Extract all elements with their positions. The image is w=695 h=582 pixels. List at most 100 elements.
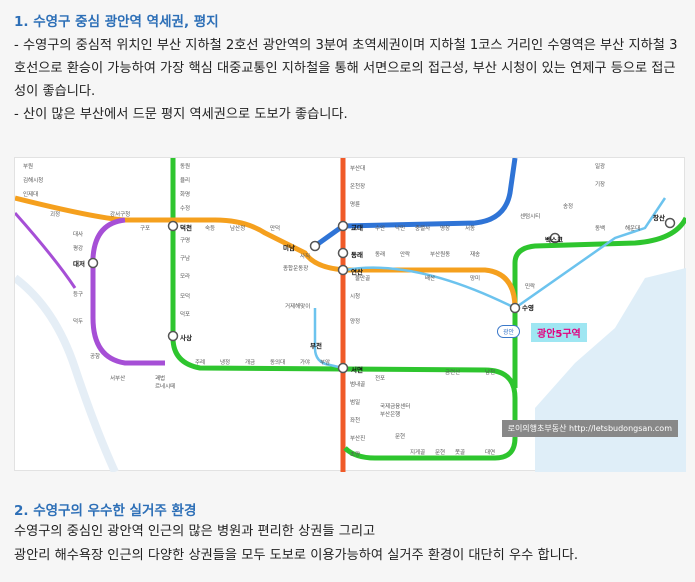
svg-text:르네시떼: 르네시떼 [155,382,175,390]
svg-text:안락: 안락 [400,250,410,258]
section2-title: 2. 수영구의 우수한 실거주 환경 [14,503,197,519]
station-godae: 교대 [351,223,363,232]
svg-text:동의대: 동의대 [270,358,285,366]
station-bujeon: 부전 [310,341,322,350]
svg-text:부산대: 부산대 [350,164,365,172]
svg-text:초량: 초량 [350,451,360,458]
svg-text:강서구청: 강서구청 [110,210,130,218]
svg-text:남천: 남천 [485,368,495,376]
svg-text:부산원동: 부산원동 [430,250,450,258]
svg-text:양정: 양정 [350,317,360,325]
svg-text:모라: 모라 [180,272,190,280]
svg-text:해운대: 해운대 [625,224,640,232]
svg-text:공항: 공항 [90,352,100,360]
svg-text:못골: 못골 [455,449,465,456]
svg-text:종합운동장: 종합운동장 [283,264,308,272]
section1-paragraph-2: - 산이 많은 부산에서 드문 평지 역세권으로 도보가 좋습니다. [14,107,348,122]
section1-title: 1. 수영구 중심 광안역 역세권, 평지 [14,14,219,30]
section2-line-2: 광안리 해수욕장 인근의 다양한 상권들을 모두 도보로 이용가능하여 실거주 … [14,548,579,563]
svg-text:범일: 범일 [350,398,360,406]
section2-line-1: 수영구의 중심인 광안역 인근의 많은 병원과 편리한 상권들 그리고 [14,524,376,539]
station-jangsan: 장산 [653,213,665,222]
station-seomyeon: 서면 [351,365,363,374]
gimhae-light-rail-path [90,217,165,366]
svg-text:서부산: 서부산 [110,374,125,382]
station-sasang: 사상 [180,333,192,342]
svg-text:개금: 개금 [245,358,255,366]
svg-text:구포: 구포 [140,225,150,232]
svg-text:율리: 율리 [180,176,190,184]
svg-text:센텀시티: 센텀시티 [520,212,540,220]
svg-text:문현: 문현 [395,432,405,440]
svg-text:평강: 평강 [73,245,83,252]
station-minam: 미남 [283,243,295,252]
zone-label: 광안5구역 [531,323,587,342]
svg-text:재송: 재송 [470,250,480,258]
station-dongrae: 동래 [351,250,363,259]
svg-text:구명: 구명 [180,237,190,244]
minor-station-labels: 동원 율리 화명 수정 구명 구남 모라 모덕 덕포 주례 냉정 개금 동의대 … [23,162,640,458]
watermark: 로이의행초부동산 http://letsbudongsan.com [501,420,678,437]
station-suyeong: 수영 [522,303,534,312]
svg-text:인제대: 인제대 [23,190,38,198]
svg-text:구남: 구남 [180,254,190,262]
svg-text:낙민: 낙민 [395,224,405,232]
svg-text:동백: 동백 [595,224,605,232]
section1-paragraph: - 수영구의 중심적 위치인 부산 지하철 2호선 광안역의 3분여 초역세권이… [14,38,678,99]
svg-text:좌천: 좌천 [350,416,360,424]
station-yeonsan: 연산 [351,267,363,276]
svg-text:전포: 전포 [375,374,385,382]
svg-text:남산정: 남산정 [230,224,245,232]
svg-text:망미: 망미 [470,274,480,282]
svg-text:가야: 가야 [300,358,310,366]
svg-text:송정: 송정 [563,202,573,210]
svg-text:배산: 배산 [425,274,435,282]
svg-text:충렬사: 충렬사 [415,224,430,232]
station-daejeo: 대저 [73,259,85,268]
svg-text:등구: 등구 [73,291,83,298]
svg-text:사직: 사직 [300,252,310,260]
line4-path [313,158,518,249]
svg-text:동래: 동래 [375,250,385,258]
svg-text:화명: 화명 [180,191,190,198]
svg-text:괘법: 괘법 [155,374,165,382]
svg-text:명륜: 명륜 [350,201,360,208]
station-markers [87,217,676,374]
svg-text:지게골: 지게골 [410,448,425,456]
svg-text:주례: 주례 [195,358,205,366]
svg-text:시청: 시청 [350,293,360,300]
line3-path [15,195,518,309]
svg-text:모덕: 모덕 [180,293,190,300]
svg-text:덕두: 덕두 [73,318,83,325]
svg-text:부산진: 부산진 [350,434,365,442]
svg-text:냉정: 냉정 [220,358,230,366]
station-deokcheon: 덕천 [180,223,192,232]
svg-text:명장: 명장 [440,225,450,232]
svg-text:만덕: 만덕 [270,224,280,232]
svg-text:김해시청: 김해시청 [23,176,43,184]
svg-text:부산은행: 부산은행 [380,410,400,418]
svg-text:물만골: 물만골 [355,274,370,282]
svg-text:문현: 문현 [435,448,445,456]
subway-map: 동원 율리 화명 수정 구명 구남 모라 모덕 덕포 주례 냉정 개금 동의대 … [14,157,686,472]
svg-text:동원: 동원 [180,162,190,170]
line2-path [170,158,518,461]
svg-text:부원: 부원 [23,162,33,170]
svg-text:수안: 수안 [375,225,385,232]
svg-text:민락: 민락 [525,282,535,290]
svg-text:거제해맞이: 거제해맞이 [285,302,310,310]
zone-tag: 광안 [497,325,521,338]
svg-text:수정: 수정 [180,205,190,212]
svg-text:숙등: 숙등 [205,224,215,232]
svg-text:범내골: 범내골 [350,380,365,388]
svg-text:부암: 부암 [320,358,330,366]
svg-text:일광: 일광 [595,162,605,170]
svg-text:기장: 기장 [595,180,605,188]
svg-text:대연: 대연 [485,448,495,456]
svg-text:국제금융센터: 국제금융센터 [380,402,410,410]
svg-text:서동: 서동 [465,224,475,232]
station-bexco: 벡스코 [545,235,563,244]
svg-text:금련산: 금련산 [445,368,460,376]
svg-text:온천장: 온천장 [350,182,365,190]
svg-text:대사: 대사 [73,230,83,238]
